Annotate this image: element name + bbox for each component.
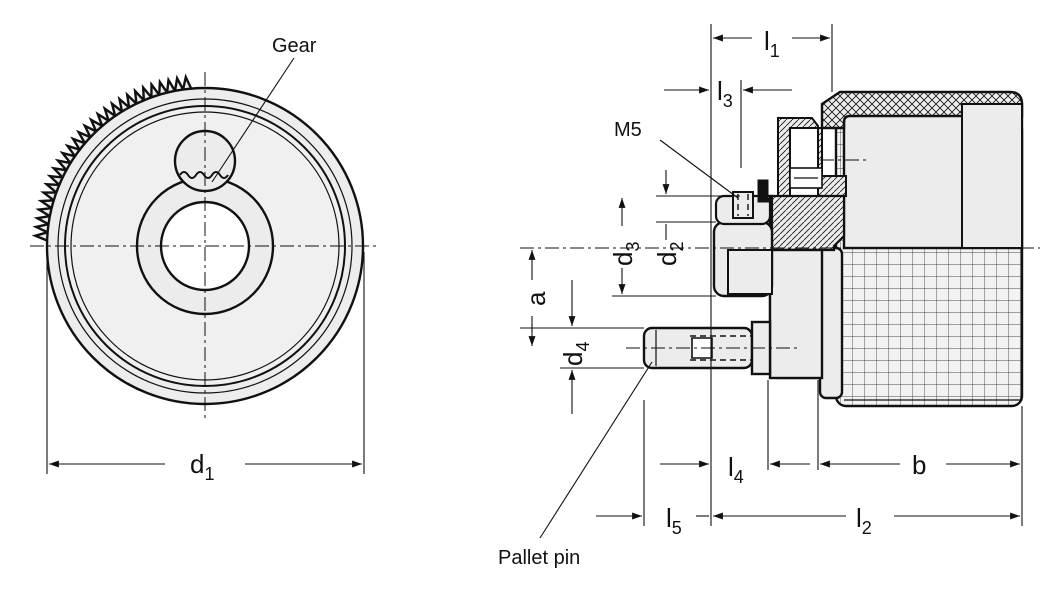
dim-l1: l1 <box>764 26 780 61</box>
knob-top-section <box>820 90 1024 130</box>
dim-l2: l2 <box>856 503 872 538</box>
dim-d2: d2 <box>652 242 687 266</box>
dim-d1: d1 <box>190 449 214 484</box>
dim-d3: d3 <box>608 242 643 266</box>
knob-side-band <box>961 103 1023 249</box>
front-view: Gear d1 <box>30 35 380 484</box>
small-gear-teeth <box>179 171 229 179</box>
spigot-step <box>727 249 773 295</box>
flange-plate <box>768 194 846 252</box>
m5-leader <box>659 139 739 199</box>
dim-a: a <box>521 291 551 306</box>
dim-l3: l3 <box>717 76 733 111</box>
m5-label: M5 <box>614 119 642 141</box>
set-screw-head <box>757 179 769 203</box>
dim-b: b <box>912 450 926 480</box>
pallet-pin-leader <box>539 361 653 539</box>
dim-l5: l5 <box>666 503 682 538</box>
dim-l4: l4 <box>728 452 744 487</box>
dim-d4: d4 <box>558 342 593 366</box>
pallet-pin-label: Pallet pin <box>498 547 580 569</box>
side-view: l1 l3 M5 d2 d3 a d4 l4 b <box>498 24 1040 569</box>
front-body <box>768 248 824 380</box>
knob-front-flange <box>818 246 844 400</box>
gear-leader <box>211 57 295 183</box>
gear-label: Gear <box>272 35 317 57</box>
